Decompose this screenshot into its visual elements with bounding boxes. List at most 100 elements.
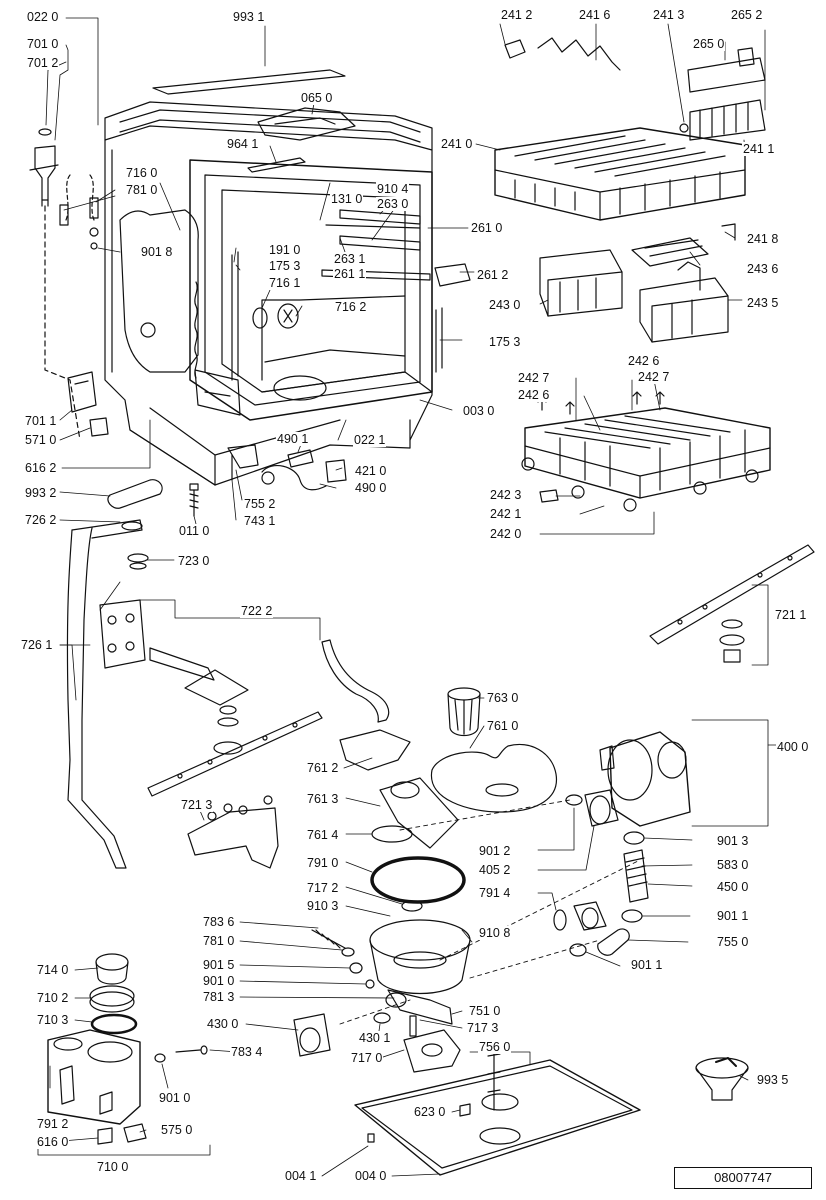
- callout-label: 716 0: [125, 166, 159, 180]
- callout-label: 783 4: [230, 1045, 264, 1059]
- callout-label: 003 0: [462, 404, 496, 418]
- callout-label: 490 0: [354, 481, 388, 495]
- callout-label: 710 0: [96, 1160, 130, 1174]
- callout-label: 781 3: [202, 990, 236, 1004]
- lower-rack: [521, 391, 771, 512]
- callout-label: 993 1: [232, 10, 266, 24]
- spray-arms: [66, 519, 815, 869]
- callout-label: 242 7: [517, 371, 551, 385]
- callout-label: 242 7: [637, 370, 671, 384]
- salt-container-assembly: [47, 953, 208, 1145]
- callout-label: 710 2: [36, 991, 70, 1005]
- callout-label: 004 1: [284, 1169, 318, 1183]
- callout-label: 430 0: [206, 1017, 240, 1031]
- callout-label: 575 0: [160, 1123, 194, 1137]
- callout-label: 901 1: [630, 958, 664, 972]
- callout-label: 242 3: [489, 488, 523, 502]
- callout-label: 022 1: [353, 433, 387, 447]
- callout-label: 901 3: [716, 834, 750, 848]
- callout-label: 710 3: [36, 1013, 70, 1027]
- callout-label: 571 0: [24, 433, 58, 447]
- callout-label: 242 6: [517, 388, 551, 402]
- callout-label: 011 0: [178, 524, 211, 538]
- callout-label: 722 2: [240, 604, 274, 618]
- callout-label: 791 4: [478, 886, 512, 900]
- callout-label: 717 0: [350, 1051, 384, 1065]
- callout-label: 243 5: [746, 296, 780, 310]
- callout-label: 623 0: [413, 1105, 447, 1119]
- callout-label: 421 0: [354, 464, 388, 478]
- callout-label: 241 2: [500, 8, 534, 22]
- callout-label: 242 6: [627, 354, 661, 368]
- callout-label: 755 0: [716, 935, 750, 949]
- callout-label: 241 1: [742, 142, 776, 156]
- callout-label: 175 3: [488, 335, 522, 349]
- callout-label: 022 0: [26, 10, 60, 24]
- callout-label: 131 0: [330, 192, 364, 206]
- callout-label: 701 1: [24, 414, 58, 428]
- callout-label: 901 0: [202, 974, 236, 988]
- callout-label: 004 0: [354, 1169, 388, 1183]
- callout-label: 721 3: [180, 798, 214, 812]
- callout-label: 400 0: [776, 740, 810, 754]
- callout-label: 241 0: [440, 137, 474, 151]
- callout-label: 901 2: [478, 844, 512, 858]
- callout-label: 701 0: [26, 37, 60, 51]
- left-hardware: [29, 128, 199, 517]
- callout-label: 993 2: [24, 486, 58, 500]
- callout-label: 993 5: [756, 1073, 790, 1087]
- callout-label: 241 8: [746, 232, 780, 246]
- callout-label: 701 2: [26, 56, 60, 70]
- callout-label: 964 1: [226, 137, 260, 151]
- callout-label: 243 6: [746, 262, 780, 276]
- callout-label: 910 4: [376, 182, 410, 196]
- callout-label: 781 0: [202, 934, 236, 948]
- callout-label: 430 1: [358, 1031, 392, 1045]
- callout-label: 763 0: [486, 691, 520, 705]
- callout-label: 783 6: [202, 915, 236, 929]
- callout-label: 261 2: [476, 268, 510, 282]
- callout-label: 716 2: [334, 300, 368, 314]
- callout-label: 761 2: [306, 761, 340, 775]
- callout-label: 910 3: [306, 899, 340, 913]
- callout-label: 242 0: [489, 527, 523, 541]
- callout-label: 761 0: [486, 719, 520, 733]
- callout-label: 191 0: [268, 243, 302, 257]
- callout-label: 901 1: [716, 909, 750, 923]
- callout-label: 781 0: [125, 183, 159, 197]
- callout-label: 405 2: [478, 863, 512, 877]
- callout-label: 714 0: [36, 963, 70, 977]
- callout-label: 791 0: [306, 856, 340, 870]
- callout-label: 901 8: [140, 245, 174, 259]
- callout-label: 910 8: [478, 926, 512, 940]
- tub-assembly: [104, 69, 471, 491]
- callout-label: 263 1: [333, 252, 367, 266]
- callout-label: 723 0: [177, 554, 211, 568]
- base-frame: [354, 1049, 749, 1176]
- callout-label: 901 0: [158, 1091, 192, 1105]
- callout-label: 717 3: [466, 1021, 500, 1035]
- callout-label: 761 3: [306, 792, 340, 806]
- callout-label: 241 6: [578, 8, 612, 22]
- callout-label: 751 0: [468, 1004, 502, 1018]
- callout-label: 450 0: [716, 880, 750, 894]
- callout-label: 761 4: [306, 828, 340, 842]
- callout-label: 756 0: [478, 1040, 512, 1054]
- callout-label: 743 1: [243, 514, 277, 528]
- callout-label: 263 0: [376, 197, 410, 211]
- callout-label: 583 0: [716, 858, 750, 872]
- callout-label: 490 1: [276, 432, 310, 446]
- upper-rack: [494, 37, 766, 343]
- callout-label: 241 3: [652, 8, 686, 22]
- callout-label: 717 2: [306, 881, 340, 895]
- callout-label: 261 1: [333, 267, 367, 281]
- callout-label: 726 1: [20, 638, 54, 652]
- callout-label: 265 2: [730, 8, 764, 22]
- callout-label: 901 5: [202, 958, 236, 972]
- callout-label: 721 1: [774, 608, 808, 622]
- callout-label: 755 2: [243, 497, 277, 511]
- callout-label: 791 2: [36, 1117, 70, 1131]
- callout-label: 065 0: [300, 91, 334, 105]
